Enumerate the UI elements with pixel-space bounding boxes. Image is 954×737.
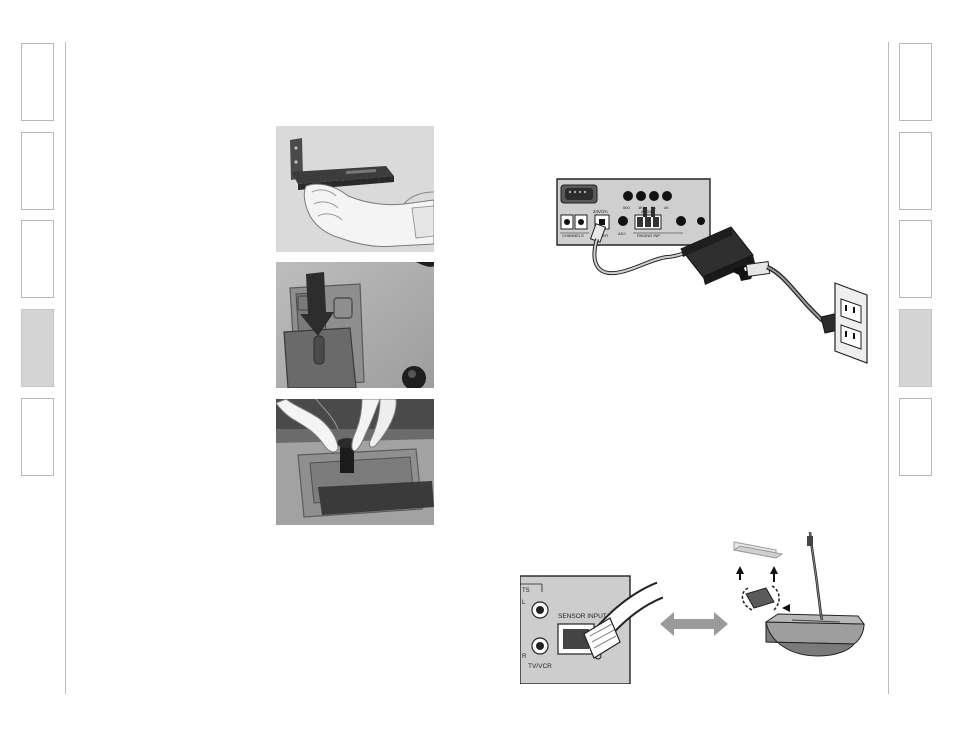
knob-500-label: 500: [623, 205, 630, 210]
partial-r-label: R: [522, 654, 527, 660]
paging-input-label: PAGING INP: [637, 233, 660, 238]
right-tab-4-active[interactable]: [899, 309, 932, 387]
voltage-label: 24V/2A: [593, 209, 608, 214]
sensor-input-label: SENSOR INPUT: [558, 613, 607, 620]
right-margin-rule: [888, 42, 889, 694]
adj-label: ADJ: [618, 231, 626, 236]
right-tab-5[interactable]: [899, 398, 932, 476]
right-tab-2[interactable]: [899, 132, 932, 210]
photo-bracket-slide-in: [276, 262, 434, 388]
partial-top-label: TS: [522, 588, 530, 594]
photo-tighten-thumbscrew: [276, 399, 434, 525]
left-margin-rule: [65, 42, 66, 694]
tv-vcr-label: TV/VCR: [528, 663, 552, 670]
power-connection-diagram: 500 1K 2K 4K CHANNELS 24V/2A POWER ADJ A…: [555, 175, 875, 365]
knob-4k-label: 4K: [664, 205, 669, 210]
right-tab-3[interactable]: [899, 220, 932, 298]
left-tab-4-active[interactable]: [21, 309, 54, 387]
photo-bracket-in-hand: [276, 126, 434, 252]
sensor-connection-diagram: TS L R TV/VCR SENSOR INPUT: [520, 532, 876, 684]
channels-label: CHANNELS: [562, 233, 584, 238]
left-tab-1[interactable]: [21, 43, 54, 121]
right-tab-1[interactable]: [899, 43, 932, 121]
left-tab-3[interactable]: [21, 220, 54, 298]
sensor-diagram-svg: TS L R TV/VCR SENSOR INPUT: [520, 532, 876, 684]
power-diagram-svg: 500 1K 2K 4K CHANNELS 24V/2A POWER ADJ A…: [555, 175, 875, 365]
left-tab-2[interactable]: [21, 132, 54, 210]
left-tab-5[interactable]: [21, 398, 54, 476]
